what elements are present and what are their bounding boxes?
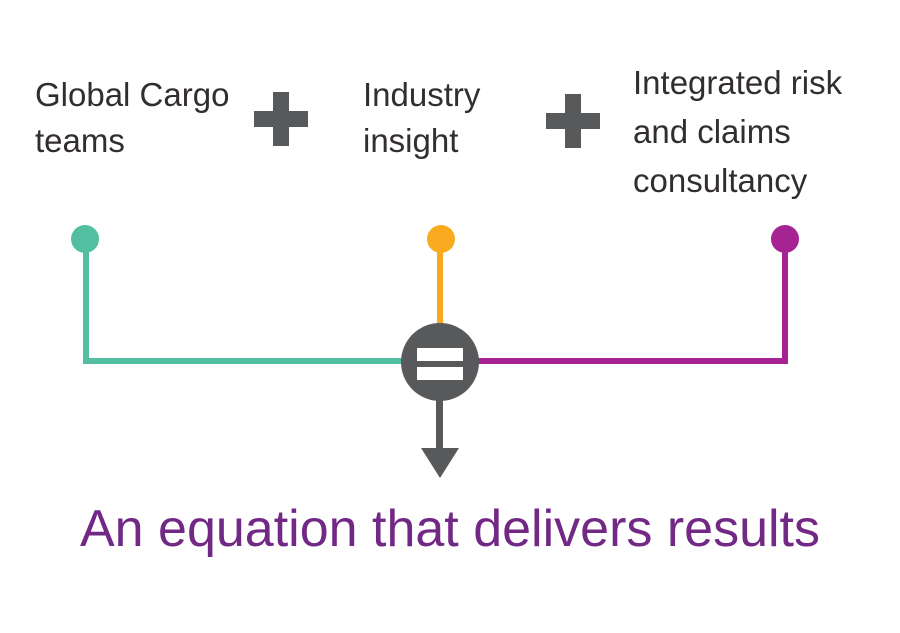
term-industry-insight: Industry insight xyxy=(363,76,481,159)
term-integrated-risk-claims-consultancy: Integrated risk and claims consultancy xyxy=(633,64,843,199)
equals-bar-top xyxy=(417,348,463,361)
equals-icon xyxy=(401,323,479,401)
equals-bar-bottom xyxy=(417,367,463,380)
down-arrow-icon xyxy=(421,448,459,478)
teal-connector-horizontal xyxy=(83,358,405,364)
magenta-connector-vertical xyxy=(782,239,788,364)
down-arrow-stem xyxy=(436,400,443,449)
orange-connector-vertical xyxy=(437,239,443,329)
magenta-connector-horizontal xyxy=(475,358,788,364)
teal-connector-vertical xyxy=(83,239,89,364)
plus-icon xyxy=(546,94,600,148)
plus-icon xyxy=(254,92,308,146)
term-global-cargo-teams: Global Cargo teams xyxy=(35,76,230,159)
result-heading: An equation that delivers results xyxy=(80,500,820,558)
